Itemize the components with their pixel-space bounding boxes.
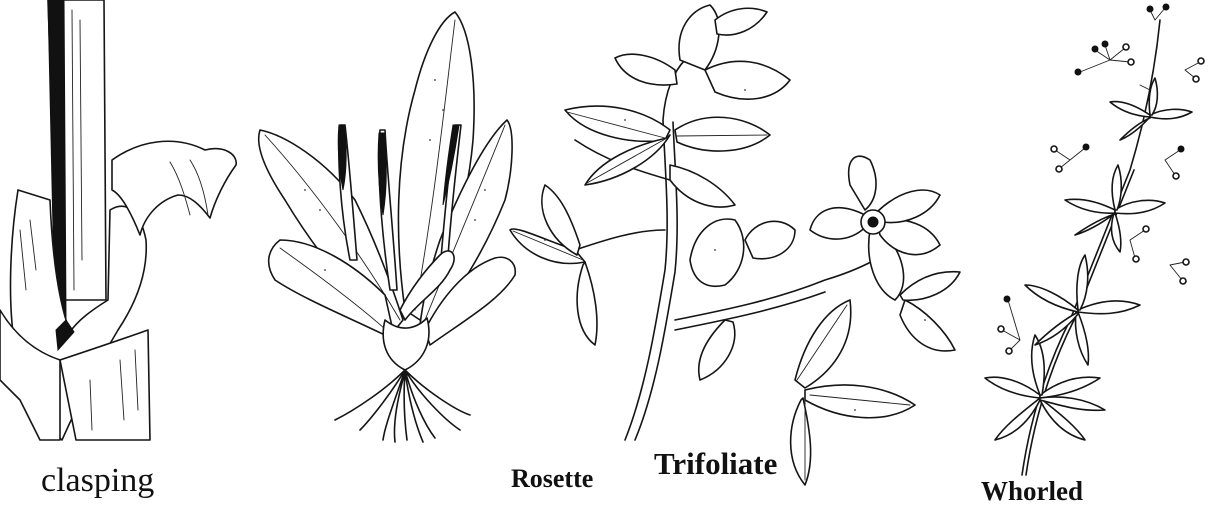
whorl-top	[1110, 78, 1192, 140]
clasping-panel: clasping	[0, 0, 245, 513]
trifoliate-branch-illustration	[505, 0, 985, 513]
trifoliate-label: Trifoliate	[654, 448, 777, 479]
trifoliate-panel: Trifoliate	[505, 0, 985, 513]
whorl-lower-middle	[1025, 255, 1140, 365]
clasping-label: clasping	[41, 464, 154, 498]
whorled-label: Whorled	[981, 478, 1083, 505]
rosette-plant-illustration	[245, 0, 525, 513]
whorled-panel: Whorled	[960, 0, 1212, 513]
clasping-leaf-illustration	[0, 0, 245, 513]
whorled-stem-illustration	[960, 0, 1212, 513]
whorl-upper-middle	[1065, 165, 1165, 252]
rosette-panel: Rosette	[245, 0, 525, 513]
